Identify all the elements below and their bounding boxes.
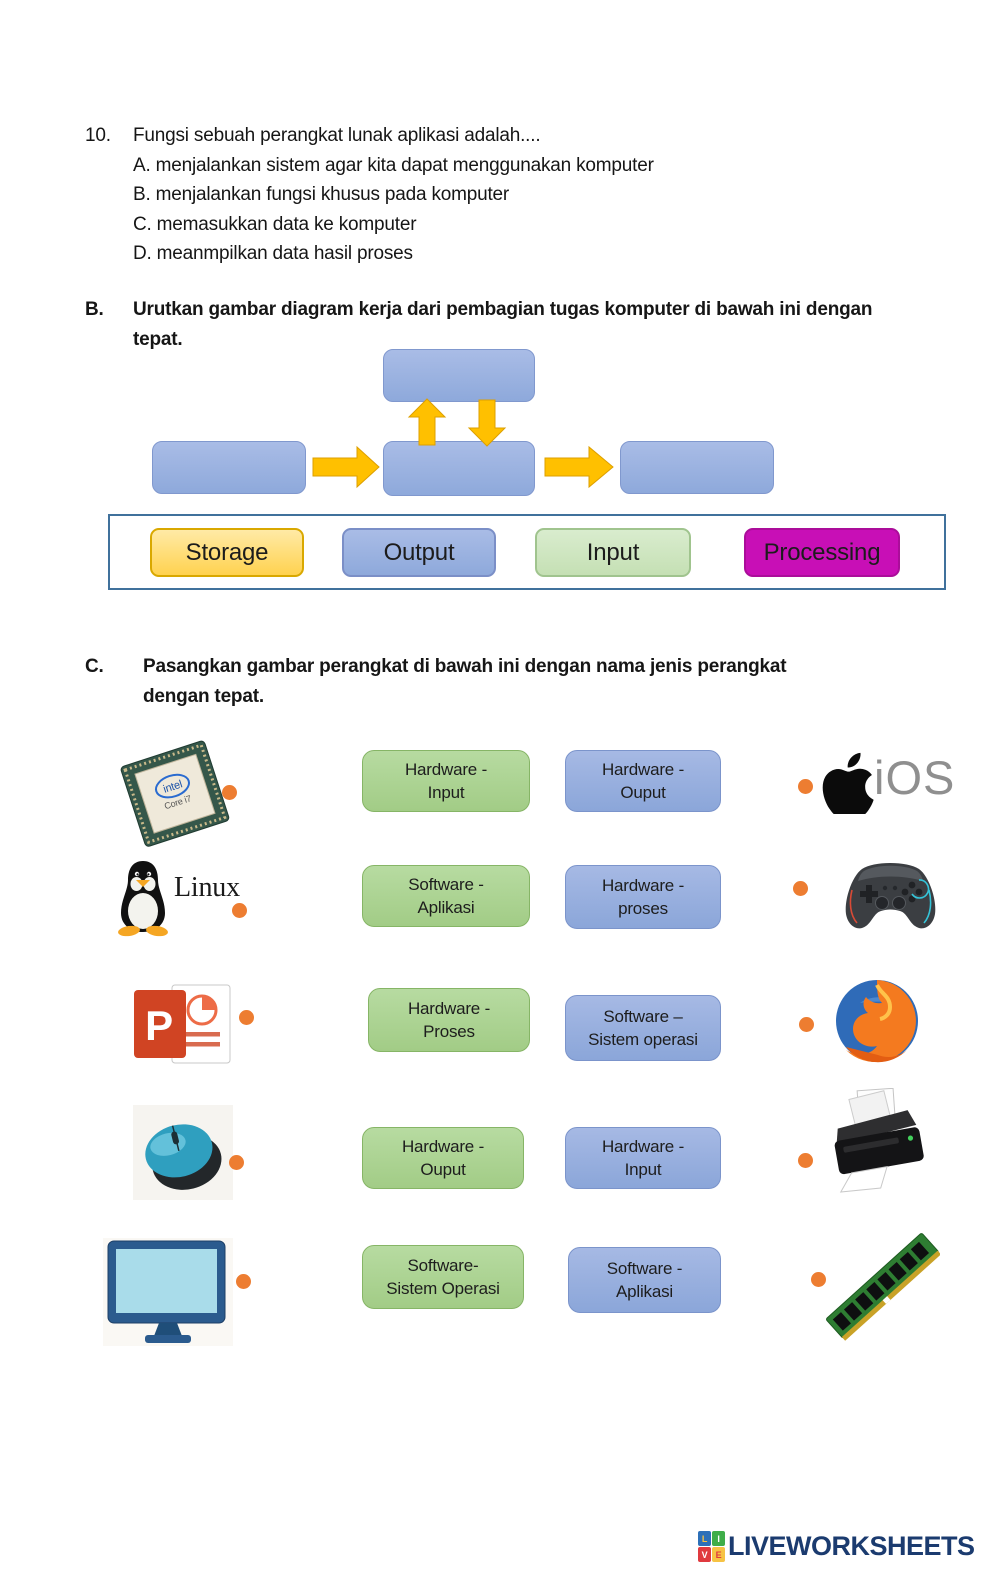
logo-letter: L (698, 1531, 711, 1546)
match-box-blue-5[interactable]: Software - Aplikasi (568, 1247, 721, 1313)
match-box-line: Sistem operasi (588, 1030, 698, 1049)
logo-letter: E (712, 1547, 725, 1562)
match-box-line: Hardware - (601, 1137, 685, 1156)
cpu-brand-text: intel (162, 778, 184, 795)
powerpoint-logo-icon: P (128, 980, 236, 1068)
match-dot-right-3[interactable] (799, 1017, 814, 1032)
ram-module-icon (825, 1230, 940, 1342)
answer-option-storage[interactable]: Storage (150, 528, 304, 577)
ppt-letter-text: P (145, 1002, 173, 1049)
section-b-title: Urutkan gambar diagram kerja dari pembag… (133, 299, 873, 350)
linux-tux-icon (112, 857, 174, 937)
match-dot-left-5[interactable] (236, 1274, 251, 1289)
match-box-line: Software - (606, 1259, 683, 1278)
match-dot-left-3[interactable] (239, 1010, 254, 1025)
match-box-blue-4[interactable]: Hardware - Input (565, 1127, 721, 1189)
arrow-up-icon (407, 398, 447, 446)
linux-caption: Linux (174, 872, 240, 903)
match-box-blue-1[interactable]: Hardware - Ouput (565, 750, 721, 812)
diagram-arrows (312, 398, 614, 489)
match-box-green-2[interactable]: Software - Aplikasi (362, 865, 530, 927)
match-box-green-3[interactable]: Hardware - Proses (368, 988, 530, 1052)
logo-letter: V (698, 1547, 711, 1562)
match-dot-left-2[interactable] (232, 903, 247, 918)
match-box-line: Input (427, 783, 465, 802)
section-c-label: C. (85, 656, 104, 677)
section-c-heading: C. Pasangkan gambar perangkat di bawah i… (85, 652, 843, 712)
question-number: 10. (85, 125, 111, 146)
ios-caption: iOS (874, 751, 956, 804)
match-box-blue-2[interactable]: Hardware - proses (565, 865, 721, 929)
diagram-box-left[interactable] (152, 441, 306, 494)
question-text: Fungsi sebuah perangkat lunak aplikasi a… (133, 125, 541, 146)
option-a[interactable]: A. menjalankan sistem agar kita dapat me… (133, 154, 654, 176)
firefox-logo-icon (832, 975, 922, 1065)
match-box-line: proses (618, 899, 668, 918)
match-box-green-5[interactable]: Software- Sistem Operasi (362, 1245, 524, 1309)
match-dot-left-4[interactable] (229, 1155, 244, 1170)
match-box-line: Ouput (420, 1160, 466, 1179)
option-b[interactable]: B. menjalankan fungsi khusus pada komput… (133, 184, 510, 205)
answer-option-processing[interactable]: Processing (744, 528, 900, 577)
match-box-blue-3[interactable]: Software – Sistem operasi (565, 995, 721, 1061)
match-box-line: Proses (423, 1022, 475, 1041)
computer-monitor-icon (103, 1238, 233, 1346)
match-box-line: Hardware - (407, 999, 491, 1018)
logo-letter: I (712, 1531, 725, 1546)
match-box-line: Input (624, 1160, 662, 1179)
section-b-heading: B. Urutkan gambar diagram kerja dari pem… (85, 295, 873, 355)
answer-option-input[interactable]: Input (535, 528, 691, 577)
match-box-line: Software – (603, 1007, 683, 1026)
liveworksheets-logo[interactable]: L I V E LIVEWORKSHEETS (698, 1531, 975, 1562)
match-box-line: Hardware - (404, 760, 488, 779)
match-dot-right-5[interactable] (811, 1272, 826, 1287)
match-box-line: Software - (408, 875, 484, 894)
diagram-box-top[interactable] (383, 349, 535, 402)
match-box-line: Ouput (620, 783, 666, 802)
match-dot-right-4[interactable] (798, 1153, 813, 1168)
section-c-title: Pasangkan gambar perangkat di bawah ini … (143, 656, 787, 707)
intel-cpu-chip-icon: intel Core i7 (115, 740, 233, 848)
match-box-line: Hardware - (601, 876, 685, 895)
computer-mouse-icon (133, 1105, 233, 1200)
apple-logo-icon (818, 748, 874, 814)
match-box-line: Hardware - (601, 760, 685, 779)
printer-icon (825, 1088, 930, 1200)
match-box-green-1[interactable]: Hardware - Input (362, 750, 530, 812)
section-b-label: B. (85, 299, 104, 320)
match-box-line: Software- (407, 1256, 479, 1275)
match-dot-right-2[interactable] (793, 881, 808, 896)
match-box-line: Aplikasi (616, 1282, 673, 1301)
arrow-right-icon (544, 445, 614, 489)
match-box-line: Aplikasi (417, 898, 475, 917)
arrow-down-icon (467, 399, 507, 447)
match-dot-right-1[interactable] (798, 779, 813, 794)
liveworksheets-grid-icon: L I V E (698, 1531, 725, 1562)
option-d[interactable]: D. meanmpilkan data hasil proses (133, 243, 413, 264)
match-box-line: Hardware - (401, 1137, 485, 1156)
game-controller-icon (843, 852, 938, 937)
question-10: 10. Fungsi sebuah perangkat lunak aplika… (85, 121, 915, 269)
match-dot-left-1[interactable] (222, 785, 237, 800)
option-c[interactable]: C. memasukkan data ke komputer (133, 213, 417, 235)
brand-name: LIVEWORKSHEETS (728, 1531, 975, 1561)
answer-option-output[interactable]: Output (342, 528, 496, 577)
diagram-box-right[interactable] (620, 441, 774, 494)
question-10-line: 10. Fungsi sebuah perangkat lunak aplika… (85, 121, 915, 151)
answer-options-bar: Storage Output Input Processing (108, 514, 946, 590)
diagram-box-middle[interactable] (383, 441, 535, 496)
arrow-right-icon (312, 445, 380, 489)
match-box-green-4[interactable]: Hardware - Ouput (362, 1127, 524, 1189)
match-box-line: Sistem Operasi (386, 1279, 500, 1298)
